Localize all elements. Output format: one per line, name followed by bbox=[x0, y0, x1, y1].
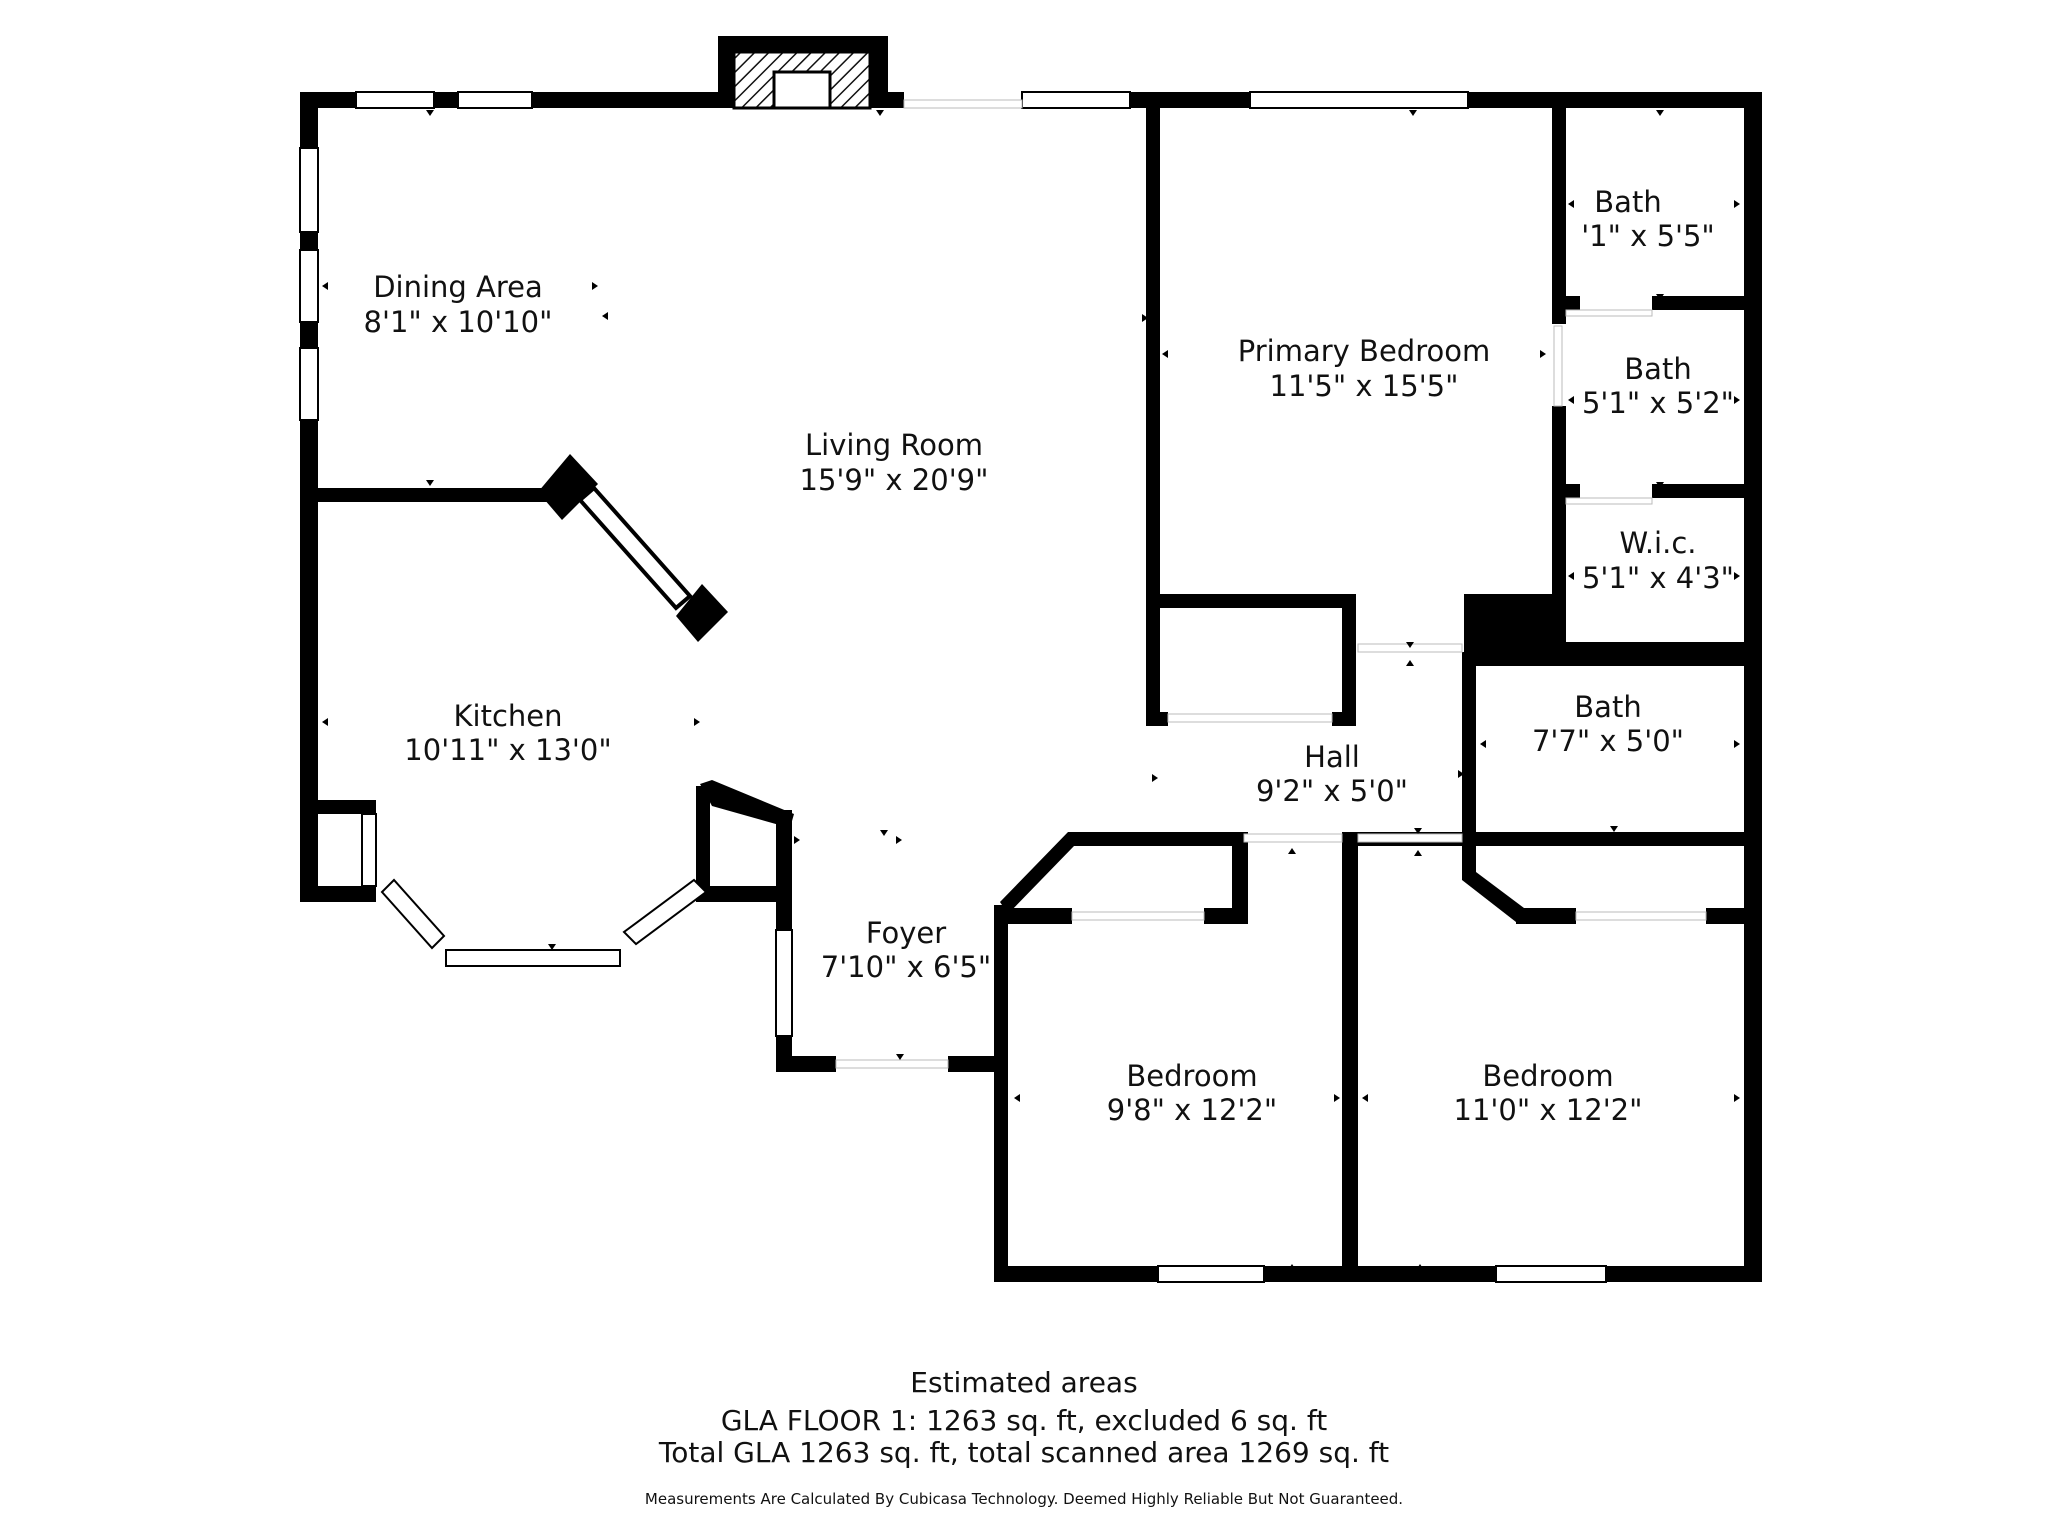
bed-left-dims: 9'8" x 12'2" bbox=[1107, 1093, 1277, 1127]
bath-mid-dims: 5'1" x 5'2" bbox=[1582, 386, 1734, 420]
windows bbox=[299, 91, 1607, 1283]
hall-name: Hall bbox=[1304, 740, 1360, 774]
primary-name: Primary Bedroom bbox=[1238, 334, 1490, 368]
kitchen-counter bbox=[577, 485, 693, 611]
kitchen-dims: 10'11" x 13'0" bbox=[404, 733, 611, 767]
dining-name: Dining Area bbox=[373, 270, 543, 304]
primary-dims: 11'5" x 15'5" bbox=[1270, 369, 1459, 403]
kitchen-name: Kitchen bbox=[454, 699, 563, 733]
bath-top-name: Bath bbox=[1594, 185, 1661, 219]
areas-line-1: GLA FLOOR 1: 1263 sq. ft, excluded 6 sq.… bbox=[720, 1404, 1328, 1437]
room-labels: Dining Area 8'1" x 10'10" Living Room 15… bbox=[364, 185, 1734, 1127]
bed-right-dims: 11'0" x 12'2" bbox=[1454, 1093, 1643, 1127]
disclaimer: Measurements Are Calculated By Cubicasa … bbox=[644, 1490, 1404, 1508]
fireplace bbox=[732, 50, 872, 110]
bath-low-name: Bath bbox=[1574, 690, 1641, 724]
living-dims: 15'9" x 20'9" bbox=[800, 463, 989, 497]
areas-line-2: Total GLA 1263 sq. ft, total scanned are… bbox=[658, 1436, 1390, 1469]
dining-dims: 8'1" x 10'10" bbox=[364, 305, 553, 339]
bath-mid-name: Bath bbox=[1624, 352, 1691, 386]
wic-dims: 5'1" x 4'3" bbox=[1582, 561, 1734, 595]
bath-low-dims: 7'7" x 5'0" bbox=[1532, 724, 1684, 758]
areas-heading: Estimated areas bbox=[910, 1366, 1138, 1399]
window-gaps bbox=[300, 92, 458, 488]
living-name: Living Room bbox=[805, 428, 983, 462]
wic-name: W.i.c. bbox=[1619, 526, 1696, 560]
markers bbox=[322, 110, 1740, 1270]
bed-left-name: Bedroom bbox=[1126, 1059, 1257, 1093]
hall-dims: 9'2" x 5'0" bbox=[1256, 774, 1408, 808]
bath-top-dims: '1" x 5'5" bbox=[1581, 219, 1715, 253]
bed-right-name: Bedroom bbox=[1482, 1059, 1613, 1093]
foyer-dims: 7'10" x 6'5" bbox=[821, 950, 991, 984]
foyer-name: Foyer bbox=[866, 916, 946, 950]
